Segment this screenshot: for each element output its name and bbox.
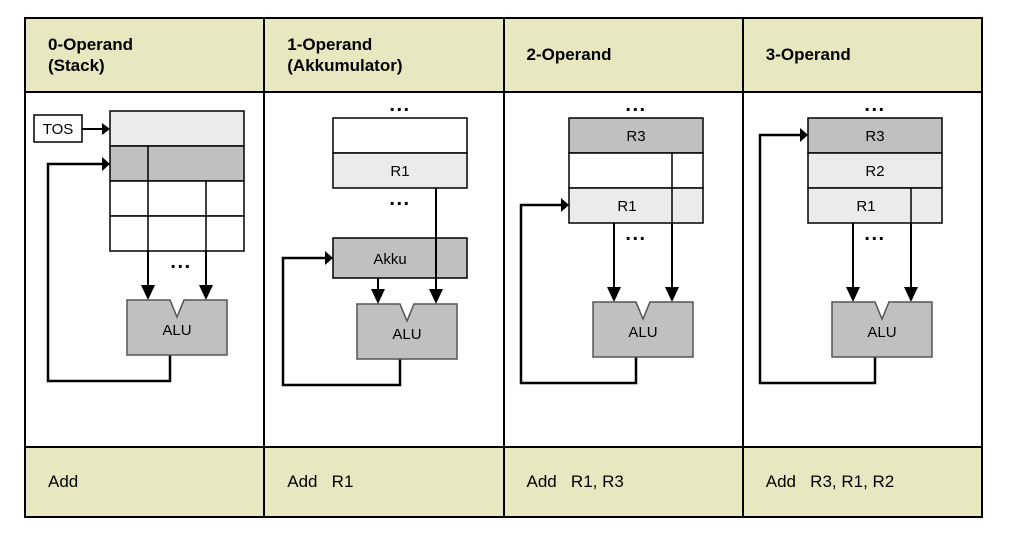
alu-feedback-path [282,256,402,387]
operand-arrow-left [845,287,860,302]
alu-feedback-arrow-head [560,198,569,212]
instruction-cell-1-operand: Add R1 [265,448,505,516]
register-bottom-ellipsis: ... [864,223,885,245]
r1-operand-arrow [429,289,444,304]
register-label-r3: R3 [865,128,884,145]
diagram-cell-3-operand: ... R3 R2 R1 ... [744,93,981,446]
diagram-cell-1-operand: ... R1 ... Akku [265,93,505,446]
accumulator-machine-diagram: ... R1 ... Akku [282,94,468,387]
operand-arrow-left [141,285,155,300]
stack-cell-second [109,145,245,182]
alu-feedback-path [519,203,637,385]
alu-label: ALU [867,324,896,341]
alu-feedback-arrow-head [799,128,808,142]
stack-cell-tos [109,110,245,147]
alu-shape [356,303,458,360]
header-subtitle-0-operand: (Stack) [48,56,105,75]
alu-shape [591,301,694,358]
accumulator-box [332,237,468,279]
header-cell-1-operand: 1-Operand (Akkumulator) [265,19,505,91]
operand-arrow-left [606,287,621,302]
accumulator-operand-arrow [371,289,386,304]
table-diagram-row: TOS ... ALU [26,93,981,448]
diagram-cell-0-operand: TOS ... ALU [26,93,266,446]
header-title-3-operand: 3-Operand [765,45,851,65]
operand-arrow-right [664,287,679,302]
instruction-cell-2-operand: Add R1, R3 [505,448,744,516]
table-instruction-row: Add Add R1 Add R1, R3 Add R3, R1, R2 [26,448,981,516]
register-label-r1: R1 [617,198,636,215]
register-cell-r2 [807,152,943,189]
alu-shape [126,299,228,356]
operand-arrow-right [199,285,213,300]
register-label-r3: R3 [626,128,645,145]
instruction-cell-0-operand: Add [26,448,266,516]
alu-label: ALU [162,322,191,339]
register-top-ellipsis: ... [864,94,885,116]
two-operand-machine-diagram: ... R3 R1 ... [519,94,704,385]
alu-feedback-arrow-head [102,157,110,171]
register-top-ellipsis: ... [390,94,411,116]
tos-label-text: TOS [43,121,74,138]
operand-architecture-table: 0-Operand (Stack) 1-Operand (Akkumulator… [24,17,983,518]
header-title-1-operand: 1-Operand [287,34,373,54]
register-mid-ellipsis: ... [390,188,411,210]
instruction-cell-3-operand: Add R3, R1, R2 [765,472,895,491]
operand-arrow-right [903,287,918,302]
header-subtitle-1-operand: (Akkumulator) [287,56,403,75]
alu-label: ALU [628,324,657,341]
header-title-0-operand: 0-Operand [48,34,134,54]
alu-shape [831,301,933,358]
register-cell-r3 [567,117,704,154]
tos-arrow-head [102,123,110,135]
register-bottom-ellipsis: ... [625,223,646,245]
register-label-r2: R2 [865,163,884,180]
three-operand-machine-diagram: ... R3 R2 R1 ... [758,94,943,385]
alu-label: ALU [393,326,422,343]
register-cell-empty [332,117,468,154]
stack-ellipsis: ... [170,251,191,273]
alu-feedback-path [758,133,876,385]
register-top-ellipsis: ... [625,94,646,116]
register-cell-r1 [807,187,943,224]
header-cell-3-operand: 3-Operand [744,19,981,91]
table-header-row: 0-Operand (Stack) 1-Operand (Akkumulator… [26,19,981,93]
alu-feedback-path [46,162,172,383]
alu-feedback-arrow-head [325,251,334,265]
stack-cell-fourth [109,215,245,252]
stack-machine-diagram: TOS ... ALU [33,110,245,383]
register-cell-r1 [567,187,704,224]
register-cell-r1 [332,152,468,189]
accumulator-label: Akku [374,251,407,268]
register-cell-empty [567,152,704,189]
register-label-r1: R1 [856,198,875,215]
header-cell-2-operand: 2-Operand [505,19,744,91]
register-label-r1: R1 [391,163,410,180]
header-cell-0-operand: 0-Operand (Stack) [26,19,266,91]
stack-cell-third [109,180,245,217]
header-title-2-operand: 2-Operand [526,45,612,65]
diagram-cell-2-operand: ... R3 R1 ... [505,93,744,446]
